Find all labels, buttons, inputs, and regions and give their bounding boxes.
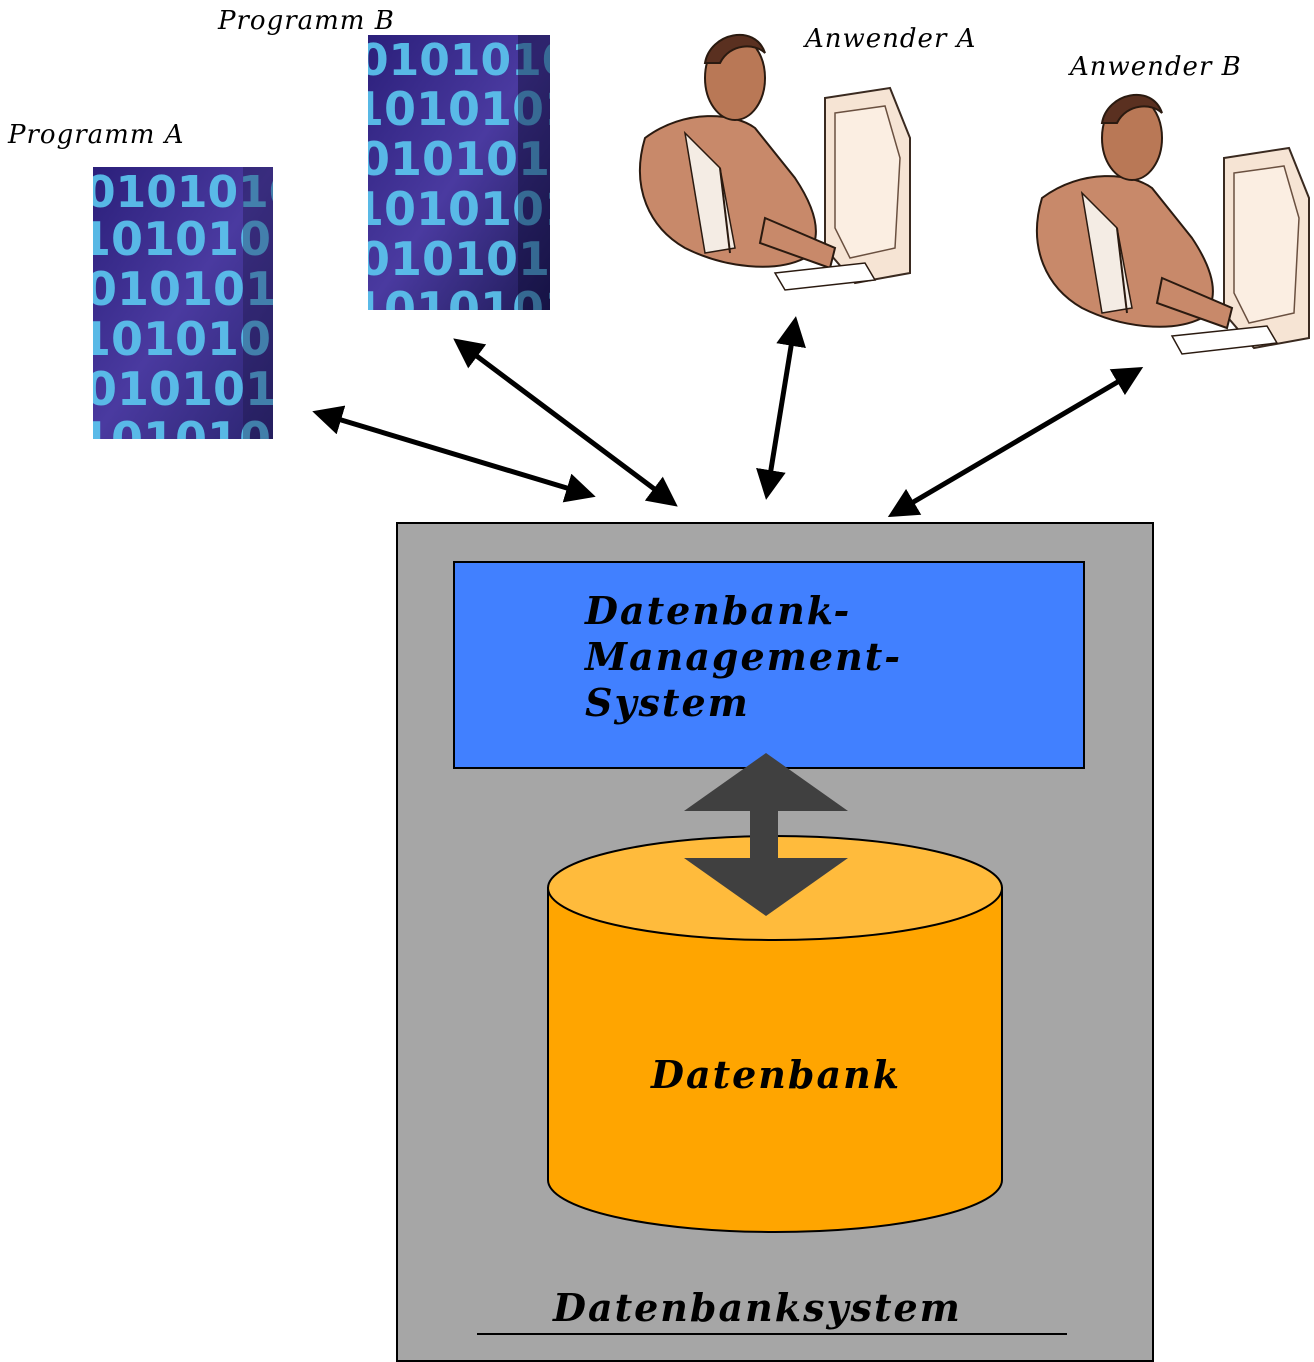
program-b-label: Programm B xyxy=(218,6,395,36)
arrow-program-a xyxy=(312,405,596,503)
arrow-user-b xyxy=(887,366,1144,518)
system-underline xyxy=(477,1333,1067,1335)
svg-text:1010101: 1010101 xyxy=(93,412,273,439)
svg-text:1010101: 1010101 xyxy=(368,182,550,236)
svg-text:0101010: 0101010 xyxy=(368,132,550,186)
svg-text:0101010: 0101010 xyxy=(93,262,273,316)
user-a-label: Anwender A xyxy=(805,24,977,54)
user-b-person-icon xyxy=(1022,78,1314,358)
svg-text:1010101: 1010101 xyxy=(368,282,550,310)
user-a-person-icon xyxy=(625,18,915,293)
svg-text:1010101: 1010101 xyxy=(368,82,550,136)
svg-text:0101010: 0101010 xyxy=(368,35,550,86)
user-b-label: Anwender B xyxy=(1070,52,1242,82)
dbms-box xyxy=(453,561,1085,769)
program-b-binary-icon: 0101010 1010101 0101010 1010101 0101010 … xyxy=(368,35,550,310)
svg-text:0101010: 0101010 xyxy=(93,167,273,218)
svg-text:0101010: 0101010 xyxy=(368,232,550,286)
program-a-label: Programm A xyxy=(8,120,185,150)
svg-text:1010101: 1010101 xyxy=(93,312,273,366)
dbms-label: Datenbank- Management- System xyxy=(585,588,903,725)
arrow-program-b xyxy=(453,338,678,507)
database-label: Datenbank xyxy=(651,1052,902,1097)
svg-text:0101010: 0101010 xyxy=(93,362,273,416)
arrow-user-a xyxy=(756,316,806,500)
database-system-label: Datenbanksystem xyxy=(553,1285,962,1330)
program-a-binary-icon: 0101010 1010101 0101010 1010101 0101010 … xyxy=(93,167,273,439)
svg-text:1010101: 1010101 xyxy=(93,212,273,266)
